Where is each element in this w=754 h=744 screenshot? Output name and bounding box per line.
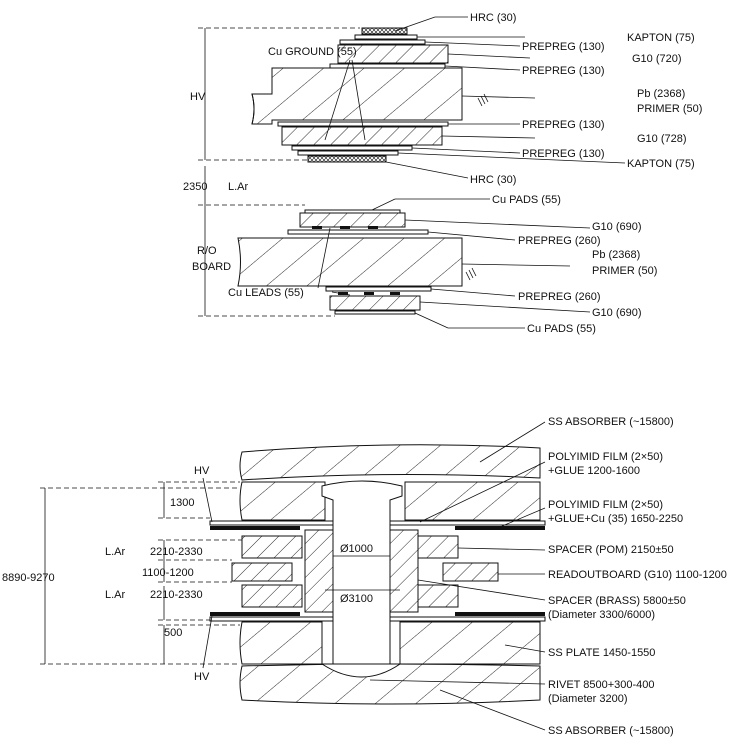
label-rivet-b: (Diameter 3200) <box>548 693 627 705</box>
label-lar-2: L.Ar <box>105 589 126 601</box>
label-g10-720: G10 (720) <box>632 53 682 65</box>
hv-electrode-lower-right <box>455 612 545 616</box>
g10-690-bottom-layer <box>329 295 421 311</box>
hv-electrode-lower-left <box>210 612 300 616</box>
label-hrc-top: HRC (30) <box>470 12 516 24</box>
label-cu-pads-bottom: Cu PADS (55) <box>527 323 596 335</box>
hv-electrode-upper-left <box>210 526 300 530</box>
label-hv-bottom: HV <box>194 671 210 683</box>
label-primer-top: PRIMER (50) <box>637 103 702 115</box>
ss-plate-upper <box>239 481 326 521</box>
spacer-pom-right <box>417 535 459 559</box>
readout-board-right <box>442 562 499 582</box>
prepreg-260-top-layer <box>287 229 429 235</box>
label-gap-2350: 2350 <box>183 181 207 193</box>
label-g10-690-bottom: G10 (690) <box>592 307 642 319</box>
label-dim-1100: 1100-1200 <box>142 567 194 579</box>
label-cu-pads-top: Cu PADS (55) <box>492 194 561 206</box>
label-kapton-top: KAPTON (75) <box>627 32 695 44</box>
label-dim-total: 8890-9270 <box>2 572 55 584</box>
label-prepreg-4: PREPREG (130) <box>522 148 605 160</box>
bottom-labels: SS ABSORBER (~15800) POLYIMID FILM (2×50… <box>2 416 727 737</box>
label-pb-top: Pb (2368) <box>637 88 685 100</box>
readout-board-left <box>231 562 293 582</box>
label-ss-plate: SS PLATE 1450-1550 <box>548 647 655 659</box>
label-spacer-pom: SPACER (POM) 2150±50 <box>548 544 674 556</box>
label-ss-absorber-top: SS ABSORBER (~15800) <box>548 416 674 428</box>
kapton-top-layer <box>354 34 418 40</box>
cu-pad-markers <box>312 226 378 229</box>
prepreg-4-layer <box>291 145 413 151</box>
spacer-pom-left-lower <box>241 584 303 608</box>
label-g10-690-top: G10 (690) <box>592 221 642 233</box>
pb-plate-bottom <box>237 237 463 287</box>
label-ss-absorber-bottom: SS ABSORBER (~15800) <box>548 725 674 737</box>
label-primer-bottom: PRIMER (50) <box>592 265 657 277</box>
label-dim-2210-2: 2210-2330 <box>150 589 203 601</box>
bottom-diagram <box>40 421 546 731</box>
label-polyimid-1b: +GLUE 1200-1600 <box>548 465 640 477</box>
prepreg-1-layer <box>339 39 426 45</box>
label-hv: HV <box>190 91 206 103</box>
label-prepreg-260-bottom: PREPREG (260) <box>518 291 601 303</box>
label-pb-bottom: Pb (2368) <box>592 249 640 261</box>
g10-690-top-layer <box>299 212 406 228</box>
label-dim-1300: 1300 <box>170 497 194 509</box>
label-spacer-brass-b: (Diameter 3300/6000) <box>548 609 655 621</box>
label-cu-leads: Cu LEADS (55) <box>228 287 304 299</box>
label-dim-500: 500 <box>164 627 182 639</box>
ss-plate-lower-right <box>399 621 541 665</box>
kapton-bottom-layer <box>297 150 399 156</box>
label-prepreg-2: PREPREG (130) <box>522 65 605 77</box>
label-prepreg-260-top: PREPREG (260) <box>518 235 601 247</box>
hv-electrode-upper-right <box>455 526 545 530</box>
prepreg-2-layer <box>329 63 446 69</box>
pb-plate-top <box>251 67 463 125</box>
label-readout-board: READOUTBOARD (G10) 1100-1200 <box>548 569 727 581</box>
top-diagram <box>198 16 626 329</box>
g10-728-layer <box>281 126 443 146</box>
label-polyimid-1a: POLYIMID FILM (2×50) <box>548 451 663 463</box>
prepreg-260-bottom-layer <box>325 286 432 292</box>
label-kapton-bottom: KAPTON (75) <box>627 158 695 170</box>
label-hv-top: HV <box>194 465 210 477</box>
label-lar-1: L.Ar <box>105 546 126 558</box>
bottom-leader-lines <box>369 421 546 731</box>
label-lar: L.Ar <box>228 181 249 193</box>
cu-pads-bottom-layer <box>334 310 416 315</box>
label-spacer-brass-a: SPACER (BRASS) 5800±50 <box>548 595 686 607</box>
label-d1000: Ø1000 <box>340 543 373 555</box>
ss-absorber-top <box>239 444 541 481</box>
label-dim-2210-1: 2210-2330 <box>150 546 203 558</box>
ss-plate-upper-right <box>404 481 541 521</box>
label-polyimid-2a: POLYIMID FILM (2×50) <box>548 499 663 511</box>
label-board: BOARD <box>192 261 231 273</box>
ss-plate-lower <box>239 621 323 665</box>
spacer-pom-right-lower <box>417 584 459 608</box>
spacer-pom-left <box>241 535 303 559</box>
label-cu-ground: Cu GROUND (55) <box>268 46 357 58</box>
label-polyimid-2b: +GLUE+Cu (35) 1650-2250 <box>548 513 683 525</box>
label-d3100: Ø3100 <box>340 593 373 605</box>
label-rivet-a: RIVET 8500+300-400 <box>548 679 655 691</box>
top-leader-lines <box>317 16 626 329</box>
label-ro: R/O <box>197 245 217 257</box>
top-labels: HRC (30) KAPTON (75) PREPREG (130) G10 (… <box>183 12 702 335</box>
hrc-bottom-layer <box>307 155 387 163</box>
hrc-top-layer <box>361 27 408 35</box>
label-prepreg-1: PREPREG (130) <box>522 41 605 53</box>
label-hrc-bottom: HRC (30) <box>470 174 516 186</box>
rivet <box>320 480 403 678</box>
label-prepreg-3: PREPREG (130) <box>522 119 605 131</box>
label-g10-728: G10 (728) <box>637 133 687 145</box>
